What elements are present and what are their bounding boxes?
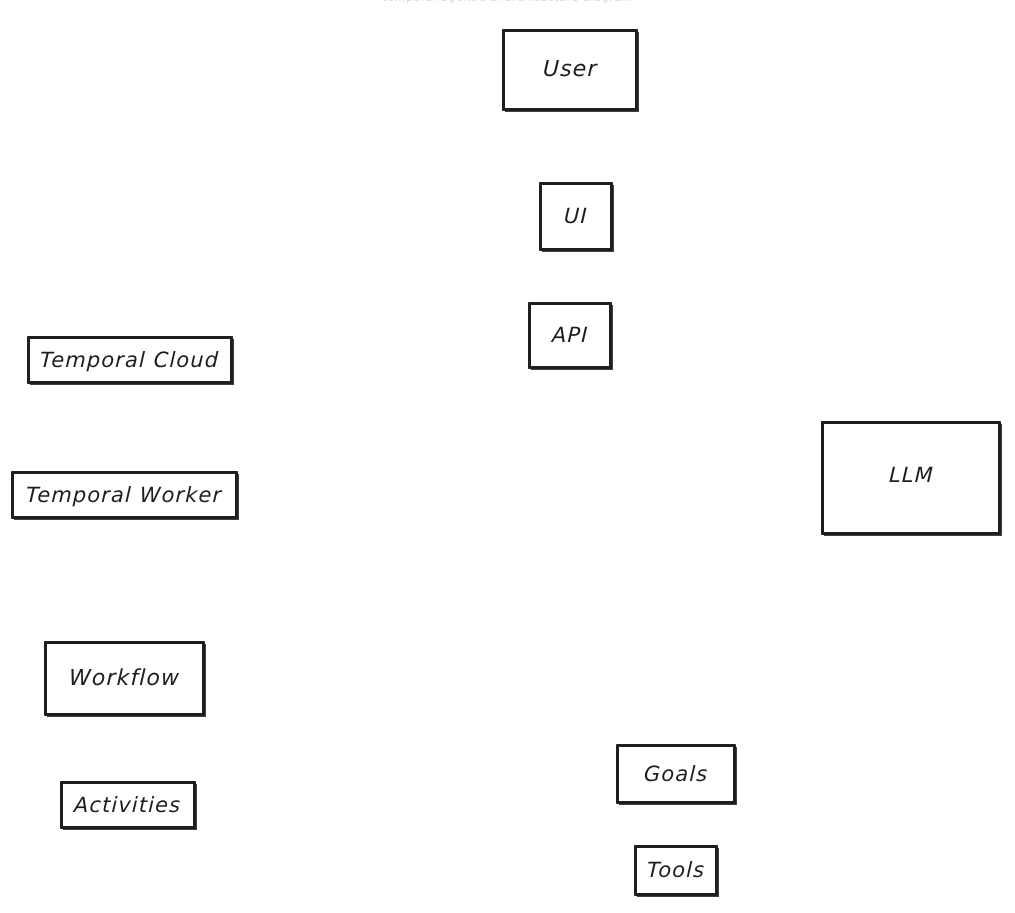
node-activities[interactable]: Activities [60,781,196,829]
node-llm[interactable]: LLM [821,421,1001,535]
node-user-label: User [542,57,598,82]
node-api-label: API [551,323,589,347]
node-temporal-worker-label: Temporal Worker [25,482,224,507]
node-api[interactable]: API [528,302,612,369]
node-workflow[interactable]: Workflow [44,641,205,716]
node-user[interactable]: User [502,29,638,111]
node-tools-label: Tools [646,858,706,882]
node-temporal-cloud[interactable]: Temporal Cloud [27,336,233,384]
node-temporal-cloud-label: Temporal Cloud [40,347,221,372]
node-activities-label: Activities [74,792,183,817]
node-workflow-label: Workflow [68,665,181,691]
node-ui[interactable]: UI [539,182,613,251]
node-ui-label: UI [563,204,589,228]
node-tools[interactable]: Tools [634,845,718,896]
node-goals-label: Goals [643,761,709,786]
node-llm-label: LLM [888,462,934,487]
node-goals[interactable]: Goals [616,744,736,804]
clipped-caption-text: temporal agentic ai architecture diagram [0,0,1015,5]
node-temporal-worker[interactable]: Temporal Worker [11,471,238,519]
